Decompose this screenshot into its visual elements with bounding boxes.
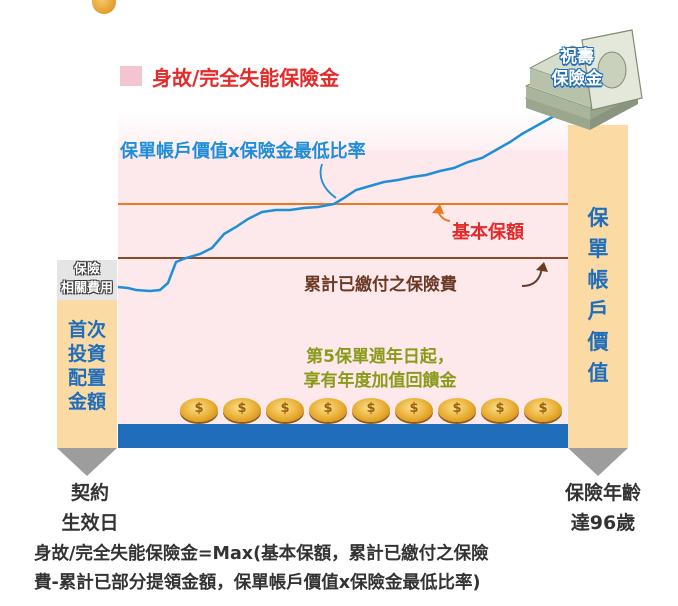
initial-allocation-column xyxy=(57,285,117,448)
money-stack-icon xyxy=(524,29,643,130)
legend-swatch xyxy=(120,66,142,86)
dollar-coin-icon xyxy=(524,398,562,422)
insurance-fee-box xyxy=(57,260,117,300)
policy-account-value-column xyxy=(568,125,628,448)
policy-account-value-label: 保 單 帳 戶 價 值 xyxy=(587,206,609,385)
curve-pointer-arrow xyxy=(319,163,337,199)
death-benefit-formula: 身故/完全失能保險金=Max(基本保額，累計已繳付之保險 費-累計已部分提領金額… xyxy=(34,544,489,593)
dollar-coin-icon xyxy=(309,398,347,422)
dollar-coin-icon xyxy=(481,398,519,422)
contract-effective-date-label: 契約 生效日 xyxy=(61,482,119,534)
initial-allocation-label: 首次 投資 配置 金額 xyxy=(67,319,106,413)
longevity-benefit-label: 祝壽 保險金 xyxy=(551,47,603,89)
cumulative-premium-line xyxy=(118,257,570,259)
initial-investment-band xyxy=(118,424,568,448)
dollar-coin-icon xyxy=(395,398,433,422)
corner-coin-icon xyxy=(92,0,116,14)
basic-amount-line xyxy=(118,203,570,205)
end-marker-triangle xyxy=(568,448,628,476)
dollar-coin-icon xyxy=(352,398,390,422)
insured-age-96-label: 保險年齡 達96歲 xyxy=(564,482,641,534)
dollar-coin-icon xyxy=(223,398,261,422)
account-value-curve xyxy=(117,106,569,293)
death-benefit-area xyxy=(118,150,568,425)
insurance-fee-label: 保險 相關費用 xyxy=(60,262,113,296)
dollar-coin-icon xyxy=(266,398,304,422)
premium-arrow xyxy=(521,267,543,287)
dollar-coin-icon xyxy=(438,398,476,422)
annual-bonus-text: 第5保單週年日起， 享有年度加值回饋金 xyxy=(303,347,457,391)
legend-label: 身故/完全失能保險金 xyxy=(152,66,340,90)
dollar-coin-icon xyxy=(180,398,218,422)
start-marker-triangle xyxy=(57,448,117,476)
cumulative-premium-label: 累計已繳付之保險費 xyxy=(304,275,457,295)
account-value-curve-label: 保單帳戶價值x保險金最低比率 xyxy=(120,141,366,162)
basic-amount-label: 基本保額 xyxy=(452,222,524,243)
